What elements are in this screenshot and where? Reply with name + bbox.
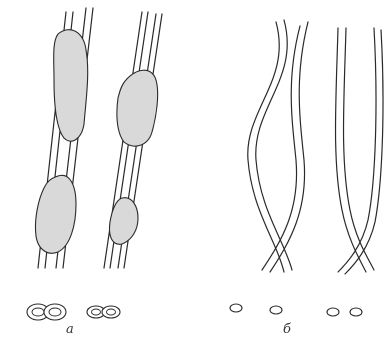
section-b-4 [350, 308, 362, 316]
fiber-b1-strand3 [262, 26, 300, 270]
fiber-b1-strand4 [270, 22, 308, 272]
panel-a: а [27, 8, 162, 337]
panel-a-label: а [66, 322, 74, 337]
cross-sections-b [230, 304, 362, 316]
fiber-pair-a1 [35, 8, 93, 268]
swelling-a2-top [117, 70, 158, 146]
panel-b: б [230, 20, 383, 337]
fiber-b1-strand1 [248, 22, 284, 272]
twisted-fiber-b1 [248, 20, 308, 272]
section-a-1-inner [32, 308, 44, 316]
section-a-2-inner [49, 308, 61, 316]
swelling-a1-bottom [35, 175, 76, 253]
section-b-3 [327, 308, 339, 316]
section-b-1 [230, 304, 242, 312]
twisted-fiber-b2 [336, 28, 384, 274]
section-a-4-inner [107, 309, 116, 315]
cross-sections-a [27, 304, 120, 320]
fiber-b1-strand2 [256, 20, 292, 270]
swelling-a1-top [54, 30, 88, 142]
fiber-b2-strand1 [336, 28, 367, 272]
fiber-pair-a2 [104, 12, 162, 268]
panel-b-label: б [283, 322, 291, 337]
section-a-3-inner [92, 309, 101, 315]
fiber-b2-strand4 [345, 30, 383, 274]
section-b-2 [270, 306, 282, 314]
